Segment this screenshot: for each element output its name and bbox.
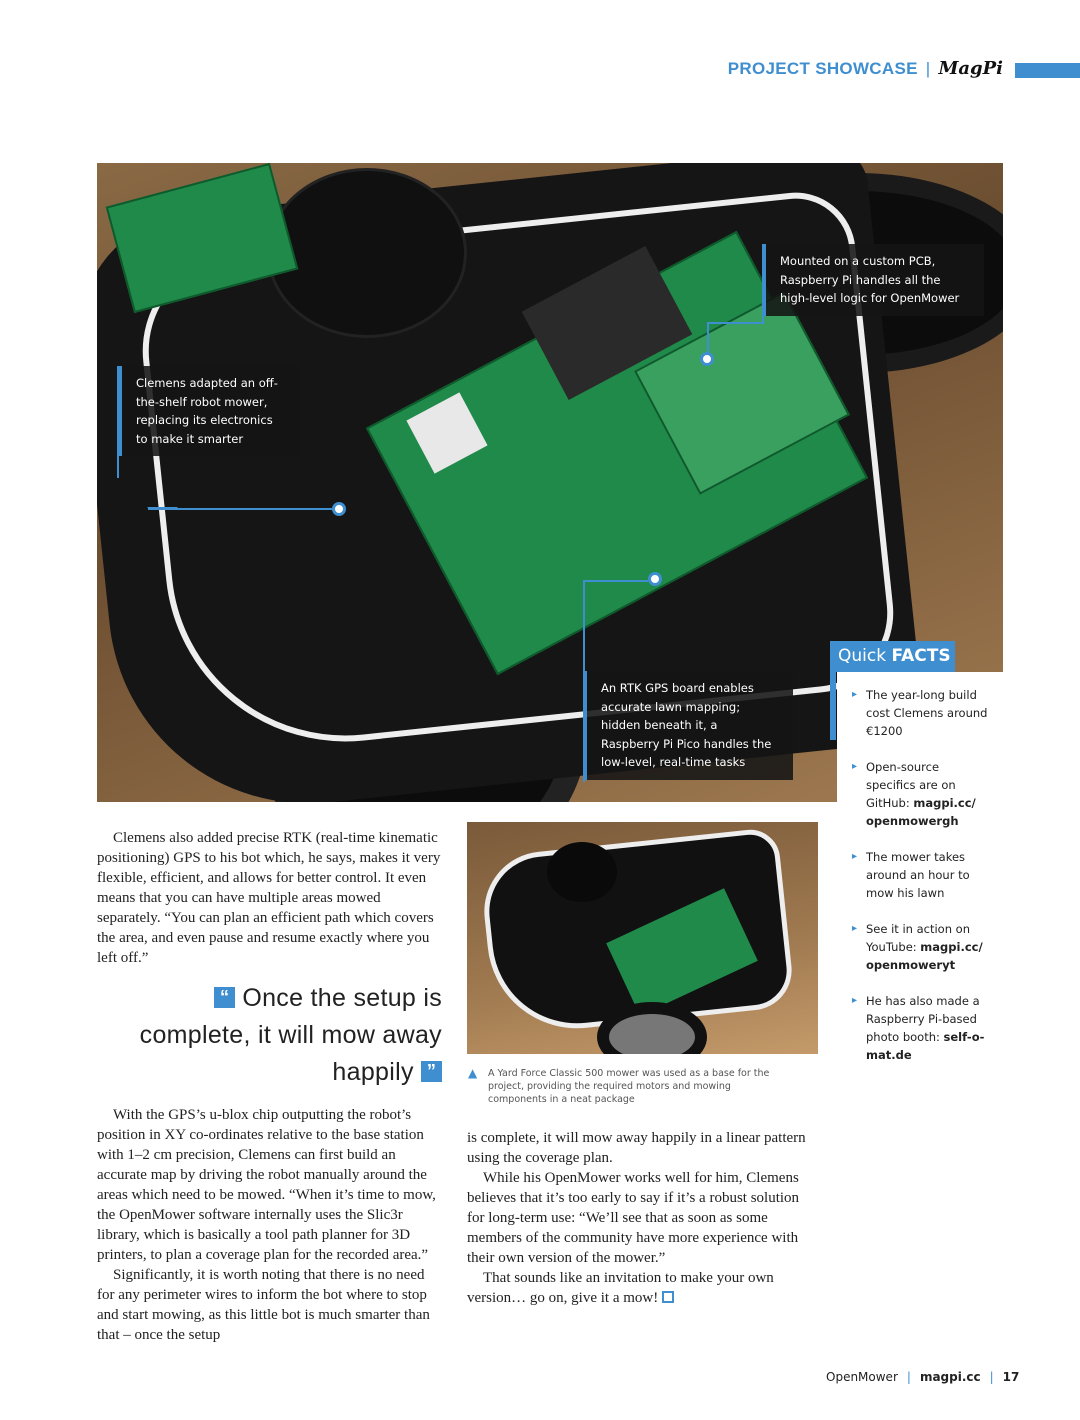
fact-item: ▸ The year-long build cost Clemens around… — [852, 686, 992, 740]
close-quote-icon: ” — [421, 1061, 442, 1082]
photo-caption: ▲ A Yard Force Classic 500 mower was used… — [468, 1067, 788, 1106]
callout-raspberry-pi: Mounted on a custom PCB, Raspberry Pi ha… — [762, 244, 984, 316]
fact-item: ▸ The mower takes around an hour to mow h… — [852, 848, 992, 902]
fact-link[interactable]: magpi.cc/ openmoweryt — [866, 940, 983, 972]
quick-facts-title-bold: FACTS — [891, 646, 951, 666]
quick-facts-list: ▸ The year-long build cost Clemens around… — [852, 686, 992, 1082]
callout-mower: Clemens adapted an off-the-shelf robot m… — [118, 366, 301, 456]
article-paragraph: Significantly, it is worth noting that t… — [97, 1267, 430, 1343]
chevron-right-icon: ▸ — [852, 923, 858, 934]
top-bar: PROJECT SHOWCASE | MagPi — [728, 58, 1003, 79]
footer-separator: | — [989, 1370, 994, 1384]
page-footer: OpenMower | magpi.cc | 17 — [826, 1370, 1019, 1384]
end-mark-icon — [661, 1291, 674, 1303]
article-paragraph: That sounds like an invitation to make y… — [467, 1270, 774, 1306]
callout-line — [148, 508, 333, 510]
header-accent-bar — [1015, 63, 1080, 78]
open-quote-icon: “ — [214, 987, 236, 1008]
article-paragraph: is complete, it will mow away happily in… — [467, 1130, 806, 1166]
mower-photo — [467, 822, 818, 1054]
chevron-right-icon: ▸ — [852, 851, 858, 862]
callout-dot — [332, 502, 346, 516]
footer-site[interactable]: magpi.cc — [919, 1370, 981, 1384]
article-column-middle: is complete, it will mow away happily in… — [467, 1128, 817, 1308]
triangle-up-icon: ▲ — [468, 1066, 478, 1080]
callout-line — [707, 322, 764, 358]
quick-facts-bar — [830, 672, 836, 740]
chevron-right-icon: ▸ — [852, 995, 858, 1006]
callout-line — [583, 580, 648, 605]
fact-text: The mower takes around an hour to mow hi… — [866, 850, 970, 900]
article-column-left: Clemens also added precise RTK (real-tim… — [97, 828, 442, 1345]
callout-dot — [700, 352, 714, 366]
quick-facts-title-light: Quick — [838, 646, 887, 666]
callout-dot — [648, 572, 662, 586]
fact-link[interactable]: self-o-mat.de — [866, 1030, 985, 1062]
section-header: PROJECT SHOWCASE | — [728, 59, 939, 79]
pull-quote-text: Once the setup is complete, it will mow … — [139, 984, 442, 1086]
caption-text: A Yard Force Classic 500 mower was used … — [488, 1068, 770, 1105]
fact-text: See it in action on YouTube: — [866, 922, 970, 954]
page-number: 17 — [1002, 1370, 1020, 1384]
fact-item: ▸ He has also made a Raspberry Pi-based p… — [852, 992, 992, 1064]
fact-item: ▸ See it in action on YouTube: magpi.cc/ … — [852, 920, 992, 974]
fact-link[interactable]: magpi.cc/ openmowergh — [866, 796, 976, 828]
magpi-logo: MagPi — [938, 58, 1003, 79]
footer-separator: | — [906, 1370, 911, 1384]
callout-rtk-gps: An RTK GPS board enables accurate lawn m… — [583, 671, 793, 780]
fact-text: Open-source specifics are on GitHub: — [866, 760, 956, 810]
article-paragraph: Clemens also added precise RTK (real-tim… — [97, 830, 441, 966]
section-title: PROJECT SHOWCASE — [727, 58, 918, 78]
quick-facts-title: Quick FACTS — [830, 641, 955, 672]
photo-cutout — [837, 672, 1007, 812]
article-paragraph: While his OpenMower works well for him, … — [467, 1170, 800, 1266]
pull-quote: “ Once the setup is complete, it will mo… — [97, 980, 442, 1091]
fact-text: The year-long build cost Clemens around … — [866, 688, 988, 738]
chevron-right-icon: ▸ — [852, 689, 858, 700]
header-separator: | — [925, 58, 931, 78]
footer-title: OpenMower — [826, 1370, 898, 1384]
fact-text: He has also made a Raspberry Pi-based ph… — [866, 994, 980, 1044]
fact-item: ▸ Open-source specifics are on GitHub: ma… — [852, 758, 992, 830]
article-paragraph: With the GPS’s u-blox chip outputting th… — [97, 1107, 436, 1263]
chevron-right-icon: ▸ — [852, 761, 858, 772]
